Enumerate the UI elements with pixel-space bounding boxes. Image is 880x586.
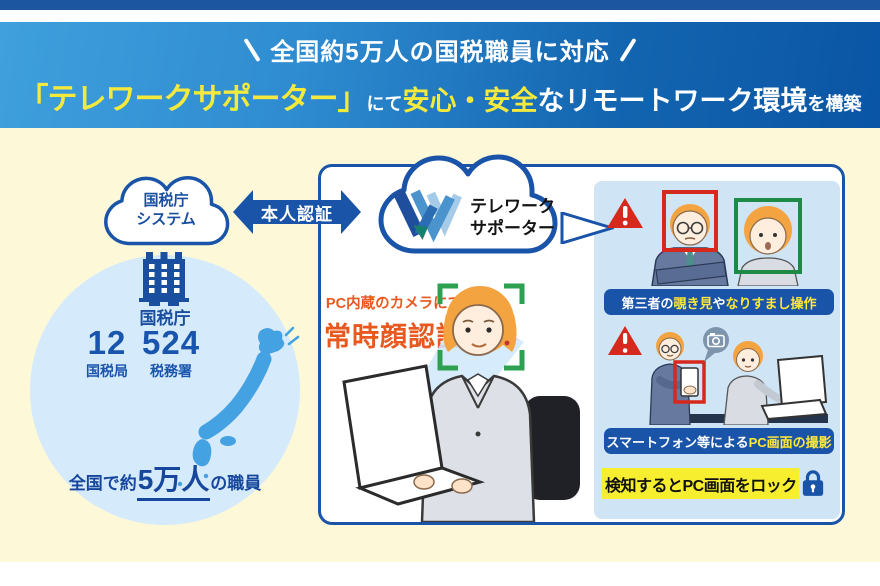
smartphone-capture-illustration [608, 326, 828, 425]
stat-regional-bureaus: 12 国税局 [86, 324, 128, 381]
slash-left-icon [243, 37, 261, 62]
supporter-name: テレワーク サポーター [470, 196, 555, 240]
tagline-text: 全国約5万人の国税職員に対応 [270, 39, 610, 66]
red-phone-frame-icon [673, 360, 706, 404]
callout-line1: PC内蔵のカメラにて [325, 296, 463, 312]
warning-triangle-icon [607, 198, 643, 228]
nta-cloud-line1: 国税庁 [143, 192, 189, 209]
tagline-row: 全国約5万人の国税職員に対応 [243, 32, 637, 67]
slash-right-icon [619, 37, 637, 62]
stat-value: 12 [87, 324, 127, 361]
stat-label: 税務署 [150, 362, 193, 379]
lock-result-row: 検知するとPC画面をロック [602, 466, 838, 500]
green-face-frame-icon [734, 198, 802, 274]
total-staff-line: 全国で約 5万人 の職員 [44, 458, 286, 501]
red-face-frame-icon [662, 190, 718, 252]
headline: 「テレワークサポーター」 にて 安心・安全 なリモートワーク環境 を構築 [19, 74, 862, 118]
authentication-arrow: 本人認証 [233, 190, 361, 234]
total-value: 5万人 [136, 458, 211, 501]
stat-label: 国税局 [86, 362, 128, 379]
supporter-name-line1: テレワーク [470, 197, 555, 216]
stat-value: 524 [142, 324, 201, 361]
headline-connector-1: にて [366, 94, 403, 114]
lock-icon [802, 470, 823, 496]
arrow-body [249, 200, 345, 224]
organization-stats: 12 国税局 524 税務署 [86, 324, 201, 381]
peeping-impersonation-illustration [607, 190, 802, 286]
label-part: PC画面の撮影 [748, 434, 832, 450]
government-building-icon [139, 252, 189, 306]
label-part: や [712, 295, 726, 311]
threat-label-peeping: 第三者の覗き見やなりすまし操作 [604, 289, 834, 315]
header-banner: 全国約5万人の国税職員に対応 「テレワークサポーター」 にて 安心・安全 なリモ… [0, 22, 880, 128]
label-part: 覗き見 [673, 295, 713, 311]
camera-icon [703, 327, 729, 362]
supporter-name-line2: サポーター [470, 219, 555, 239]
lock-text: 検知するとPC画面をロック [602, 467, 799, 499]
headline-remote-env: なリモートワーク環境 [537, 86, 808, 116]
label-part: スマートフォン等による [606, 434, 749, 450]
label-part: なりすまし操作 [725, 295, 817, 311]
cloud-icon [104, 175, 230, 246]
nta-cloud-label: 国税庁 システム [96, 192, 236, 230]
total-prefix: 全国で約 [68, 474, 137, 493]
worker-face-auth-illustration [342, 283, 580, 522]
arrow-label: 本人認証 [261, 204, 333, 224]
warning-triangle-icon [608, 326, 642, 355]
nta-system-cloud: 国税庁 システム [96, 168, 236, 256]
total-suffix: の職員 [210, 474, 262, 493]
telework-supporter-w-logo [393, 189, 462, 242]
nta-cloud-line2: システム [136, 210, 196, 228]
headline-product-name: 「テレワークサポーター」 [18, 83, 368, 116]
headline-safe-secure: 安心・安全 [402, 86, 538, 116]
building-label: 国税庁 [139, 309, 191, 328]
label-part: 第三者の [621, 295, 674, 311]
headline-build: を構築 [807, 94, 862, 114]
arrow-left-head-icon [233, 190, 253, 234]
japan-map-icon [177, 326, 300, 487]
stat-tax-offices: 524 税務署 [142, 324, 201, 381]
arrow-right-head-icon [341, 190, 361, 234]
top-accent-bar [0, 0, 880, 10]
cloud-pointer-icon [560, 212, 614, 244]
